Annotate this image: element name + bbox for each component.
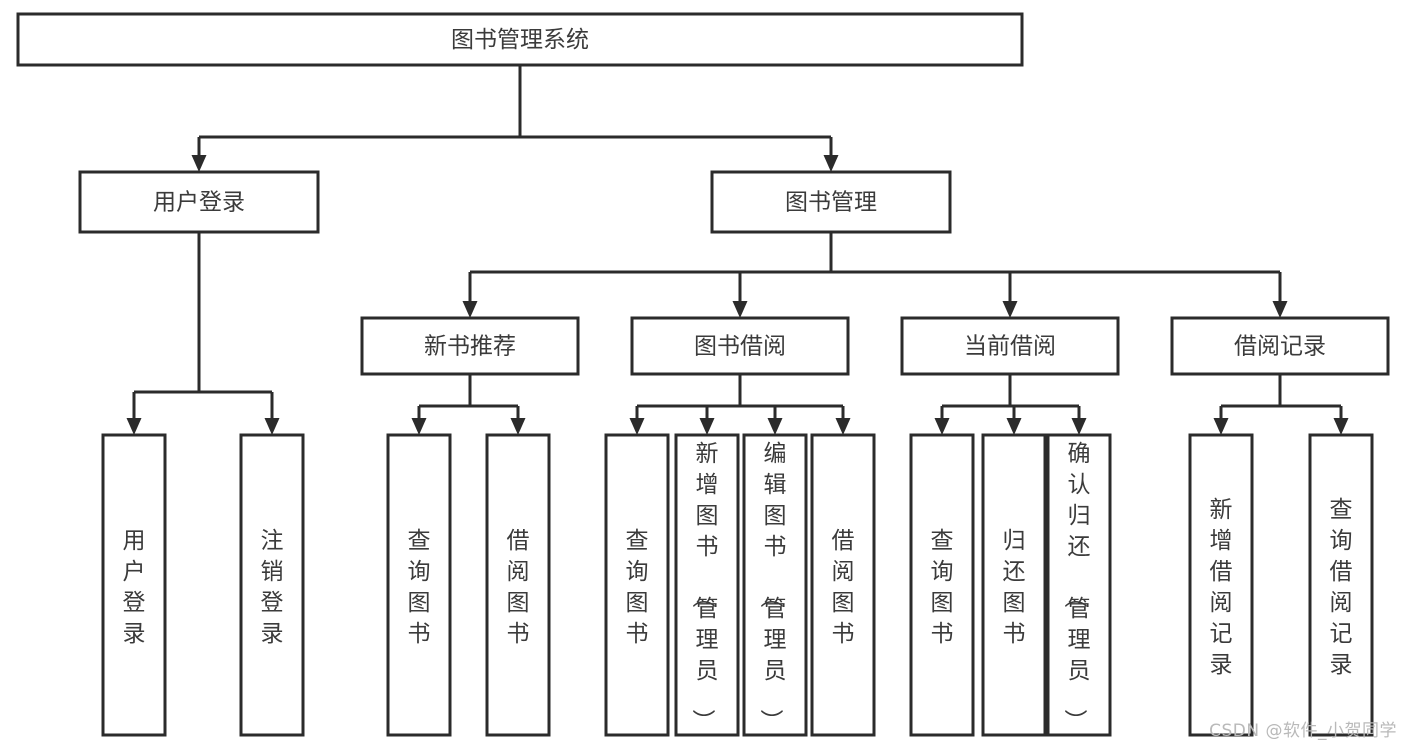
arrow-head-icon xyxy=(835,418,851,435)
node-box[interactable] xyxy=(1308,433,1374,737)
node-box[interactable] xyxy=(630,316,850,376)
node-box[interactable] xyxy=(1188,433,1254,737)
node-label: 图书管理系统 xyxy=(451,27,589,53)
node-box[interactable] xyxy=(485,433,551,737)
node-leaf-add-borrow-record[interactable]: 新增借阅记录 xyxy=(1188,433,1254,737)
arrow-head-icon xyxy=(411,418,427,435)
node-label: 查询图书 xyxy=(408,528,431,647)
node-box[interactable] xyxy=(239,433,305,737)
arrow-head-icon xyxy=(1071,418,1087,435)
arrow-head-icon xyxy=(732,301,748,318)
node-box[interactable] xyxy=(900,316,1120,376)
node-label: 新书推荐 xyxy=(424,334,516,360)
node-label: 查询借阅记录 xyxy=(1330,497,1353,678)
node-book-borrow[interactable]: 图书借阅 xyxy=(630,316,850,376)
node-label: 查询图书 xyxy=(931,528,954,647)
node-box[interactable] xyxy=(674,433,740,737)
arrow-head-icon xyxy=(1213,418,1229,435)
node-leaf-edit-book[interactable]: 编辑图书（管理员） xyxy=(742,433,808,737)
node-box[interactable] xyxy=(710,170,952,234)
connector-group-book-manage xyxy=(462,232,1288,318)
node-label: 确认归还（管理员） xyxy=(1062,441,1091,732)
node-box[interactable] xyxy=(360,316,580,376)
arrow-head-icon xyxy=(264,418,280,435)
node-box[interactable] xyxy=(1046,433,1112,737)
node-label: 新增借阅记录 xyxy=(1210,497,1233,678)
node-leaf-query-borrow-record[interactable]: 查询借阅记录 xyxy=(1308,433,1374,737)
node-book-manage[interactable]: 图书管理 xyxy=(710,170,952,234)
node-label: 借阅图书 xyxy=(507,528,530,647)
node-leaf-borrow-book-2[interactable]: 借阅图书 xyxy=(810,433,876,737)
node-root[interactable]: 图书管理系统 xyxy=(16,12,1024,67)
node-label: 借阅图书 xyxy=(832,528,855,647)
node-label: 注销登录 xyxy=(261,528,284,647)
connector-group-book-borrow xyxy=(629,374,851,435)
node-box[interactable] xyxy=(386,433,452,737)
node-borrow-record[interactable]: 借阅记录 xyxy=(1170,316,1390,376)
node-box[interactable] xyxy=(909,433,975,737)
arrow-head-icon xyxy=(126,418,142,435)
node-box[interactable] xyxy=(742,433,808,737)
arrow-head-icon xyxy=(767,418,783,435)
node-label: 当前借阅 xyxy=(964,334,1056,360)
node-label: 图书管理 xyxy=(785,190,877,216)
arrow-head-icon xyxy=(1002,301,1018,318)
connector-group-new-book-recommend xyxy=(411,374,526,435)
node-box[interactable] xyxy=(810,433,876,737)
arrow-head-icon xyxy=(823,155,839,172)
node-label: 查询图书 xyxy=(626,528,649,647)
node-leaf-query-book-1[interactable]: 查询图书 xyxy=(386,433,452,737)
node-box[interactable] xyxy=(101,433,167,737)
arrow-head-icon xyxy=(1272,301,1288,318)
arrow-head-icon xyxy=(934,418,950,435)
node-box[interactable] xyxy=(604,433,670,737)
connector-group-user-login xyxy=(126,232,280,435)
node-label: 借阅记录 xyxy=(1234,334,1326,360)
arrow-head-icon xyxy=(510,418,526,435)
node-label: 编辑图书（管理员） xyxy=(758,441,787,732)
node-leaf-query-book-3[interactable]: 查询图书 xyxy=(909,433,975,737)
node-label: 用户登录 xyxy=(123,528,146,647)
node-label: 图书借阅 xyxy=(694,334,786,360)
node-new-book-recommend[interactable]: 新书推荐 xyxy=(360,316,580,376)
node-leaf-borrow-book-1[interactable]: 借阅图书 xyxy=(485,433,551,737)
node-box[interactable] xyxy=(981,433,1047,737)
node-layer: 图书管理系统用户登录图书管理新书推荐图书借阅当前借阅借阅记录用户登录注销登录查询… xyxy=(16,12,1390,737)
node-current-borrow[interactable]: 当前借阅 xyxy=(900,316,1120,376)
arrow-head-icon xyxy=(1006,418,1022,435)
node-box[interactable] xyxy=(78,170,320,234)
connector-group-borrow-record xyxy=(1213,374,1349,435)
node-label: 归还图书 xyxy=(1003,528,1026,647)
node-box[interactable] xyxy=(1170,316,1390,376)
node-leaf-query-book-2[interactable]: 查询图书 xyxy=(604,433,670,737)
node-leaf-return-book[interactable]: 归还图书 xyxy=(981,433,1047,737)
arrow-head-icon xyxy=(629,418,645,435)
connector-layer xyxy=(126,65,1349,435)
arrow-head-icon xyxy=(1333,418,1349,435)
node-leaf-add-book[interactable]: 新增图书（管理员） xyxy=(674,433,740,737)
node-label: 新增图书（管理员） xyxy=(690,441,719,732)
node-label: 用户登录 xyxy=(153,190,245,216)
node-user-login[interactable]: 用户登录 xyxy=(78,170,320,234)
arrow-head-icon xyxy=(699,418,715,435)
node-leaf-confirm-return[interactable]: 确认归还（管理员） xyxy=(1046,433,1112,737)
connector-group-root xyxy=(191,65,839,172)
node-leaf-user-login[interactable]: 用户登录 xyxy=(101,433,167,737)
node-leaf-user-logout[interactable]: 注销登录 xyxy=(239,433,305,737)
connector-group-current-borrow xyxy=(934,374,1087,435)
arrow-head-icon xyxy=(462,301,478,318)
arrow-head-icon xyxy=(191,155,207,172)
node-box[interactable] xyxy=(16,12,1024,67)
